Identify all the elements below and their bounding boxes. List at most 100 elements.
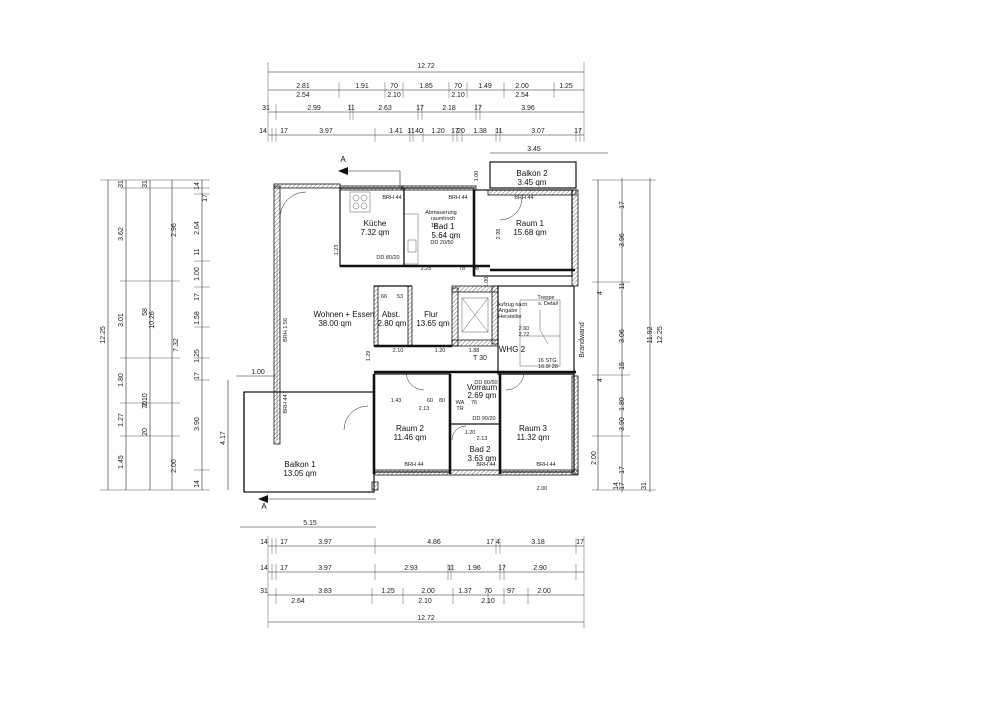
- svg-text:2.81: 2.81: [296, 83, 310, 90]
- room-vorraum-area: 2.69 qm: [468, 391, 497, 400]
- svg-text:2.10: 2.10: [451, 92, 465, 99]
- svg-text:2.25: 2.25: [421, 266, 432, 272]
- right-chain-a: 3.96 4 3.06 3.90 2.00: [591, 233, 626, 465]
- svg-text:1.80: 1.80: [619, 397, 626, 411]
- svg-text:3.62: 3.62: [118, 227, 125, 241]
- svg-text:53: 53: [397, 294, 403, 300]
- svg-text:2.10: 2.10: [387, 92, 401, 99]
- top-total: 12.72: [417, 63, 435, 70]
- left-chain-d: 4.17 2.00 14: [171, 431, 227, 488]
- room-abst-area: 2.80 qm: [378, 319, 407, 328]
- brh-kueche: BRH 44: [382, 195, 401, 201]
- interior-dimensions: 1.23 2.25 2.10 1.20 1.88 1.43 2.13 2.00 …: [334, 171, 547, 492]
- room-wohnen-area: 38.00 qm: [318, 319, 352, 328]
- t30-label: T 30: [473, 355, 487, 362]
- svg-text:1.25: 1.25: [381, 588, 395, 595]
- dd-label-3: DD 80/50: [474, 380, 497, 386]
- svg-text:17: 17: [416, 105, 424, 112]
- svg-text:20: 20: [142, 428, 149, 436]
- svg-text:66: 66: [381, 294, 387, 300]
- brh-raum3: BRH 44: [536, 462, 555, 468]
- room-wohnen-name: Wohnen + Essen: [313, 310, 374, 319]
- balkon-depth: 1.00: [251, 369, 265, 376]
- kitchen-fixtures: [349, 191, 419, 265]
- svg-text:17: 17: [202, 194, 209, 202]
- room-balkon1-name: Balkon 1: [284, 460, 316, 469]
- svg-text:2.10: 2.10: [481, 598, 495, 605]
- room-raum3-area: 11.32 qm: [517, 433, 550, 442]
- svg-text:2.18: 2.18: [442, 105, 456, 112]
- room-bad1-area: 5.64 qm: [432, 231, 461, 240]
- svg-text:2.93: 2.93: [404, 565, 418, 572]
- svg-text:2.00: 2.00: [171, 459, 178, 473]
- svg-text:17: 17: [451, 128, 459, 135]
- top-row3: 14 17 3.97 1.41 11 40 1.20 17 20 1.38 11…: [259, 128, 582, 135]
- svg-text:1.20: 1.20: [431, 128, 445, 135]
- svg-text:14: 14: [194, 182, 201, 190]
- stair-dn-label: 2.72: [519, 332, 530, 338]
- svg-text:3.18: 3.18: [531, 539, 545, 546]
- svg-text:2.00: 2.00: [515, 83, 529, 90]
- svg-text:98: 98: [473, 266, 479, 272]
- stair-up-label: 2.60: [519, 326, 530, 332]
- svg-text:3.83: 3.83: [318, 588, 332, 595]
- svg-text:11.92: 11.92: [647, 326, 654, 343]
- svg-text:17: 17: [619, 201, 626, 209]
- svg-text:10.26: 10.26: [149, 311, 156, 329]
- room-bad2-name: Bad 2: [470, 445, 491, 454]
- bottom-row2: 14 17 3.97 2.93 11 1.96 17 2.90: [260, 565, 547, 572]
- room-abst-name: Abst.: [382, 310, 400, 319]
- abmauerung-label: Abmauerung: [425, 210, 457, 216]
- left-chain-c: 14 2.64 1.00 1.58 1.25 3.90 17 11 17 17 …: [173, 182, 209, 431]
- svg-text:17: 17: [486, 539, 494, 546]
- elevator-symbol: [461, 297, 489, 333]
- room-raum3-name: Raum 3: [519, 424, 548, 433]
- top-dimensions: 12.72 2.81 1.91 70 1.85 70 1.49 2.00 1.2…: [259, 62, 608, 154]
- svg-text:17: 17: [280, 128, 288, 135]
- svg-text:58: 58: [142, 308, 149, 316]
- stair-ratio-label: 16.9/ 28: [538, 364, 558, 370]
- right-dimensions: 12.25 3.96 4 3.06 3.90 2.00 11.92 1.80 1…: [591, 178, 664, 492]
- svg-text:1.23: 1.23: [334, 245, 340, 256]
- svg-text:17: 17: [498, 565, 506, 572]
- svg-text:3.97: 3.97: [318, 539, 332, 546]
- svg-text:3.96: 3.96: [521, 105, 535, 112]
- room-bad2-area: 3.63 qm: [468, 454, 497, 463]
- raumhoch-label: raumhoch: [431, 216, 455, 222]
- right-total: 12.25: [657, 326, 664, 344]
- svg-text:11: 11: [194, 248, 201, 255]
- svg-text:11: 11: [495, 128, 502, 135]
- svg-text:1.80: 1.80: [118, 373, 125, 387]
- left-total: 12.25: [100, 326, 107, 344]
- svg-text:2.10: 2.10: [142, 393, 149, 407]
- bottom-dimensions: 14 17 3.97 4.86 17 4 3.18 17 14 17 3.97 …: [240, 520, 585, 628]
- svg-text:1.37: 1.37: [458, 588, 472, 595]
- dd-label-1: DD 80/20: [376, 255, 399, 261]
- svg-text:1.25: 1.25: [559, 83, 573, 90]
- svg-text:4: 4: [496, 539, 500, 546]
- svg-text:1.49: 1.49: [478, 83, 492, 90]
- svg-text:70: 70: [142, 401, 149, 409]
- svg-text:2.54: 2.54: [515, 92, 529, 99]
- svg-text:31: 31: [641, 482, 648, 490]
- room-balkon2-name: Balkon 2: [516, 169, 548, 178]
- annotations: BRH 44 BRH 44 BRH 44 BRH 44 BRH 44 BRH 4…: [283, 195, 586, 468]
- svg-text:7.32: 7.32: [173, 338, 180, 352]
- svg-text:2.64: 2.64: [194, 221, 201, 235]
- svg-text:1.00: 1.00: [194, 267, 201, 281]
- tr-label: TR: [456, 406, 463, 412]
- svg-text:40: 40: [415, 128, 423, 135]
- svg-text:17: 17: [574, 128, 582, 135]
- svg-text:A: A: [340, 155, 346, 164]
- svg-text:17: 17: [194, 372, 201, 380]
- svg-text:2.00: 2.00: [591, 451, 598, 465]
- svg-text:17: 17: [280, 539, 288, 546]
- brh-bad1: BRH 44: [448, 195, 467, 201]
- left-chain-a: 31 3.62 3.01 1.80 1.27 1.45: [118, 180, 125, 469]
- svg-text:70: 70: [484, 588, 492, 595]
- svg-text:14: 14: [260, 539, 268, 546]
- room-vorraum-name: Vorraum: [467, 383, 498, 392]
- brh-raum2: BRH 44: [404, 462, 423, 468]
- dd-label-4: DD 90/20: [472, 416, 495, 422]
